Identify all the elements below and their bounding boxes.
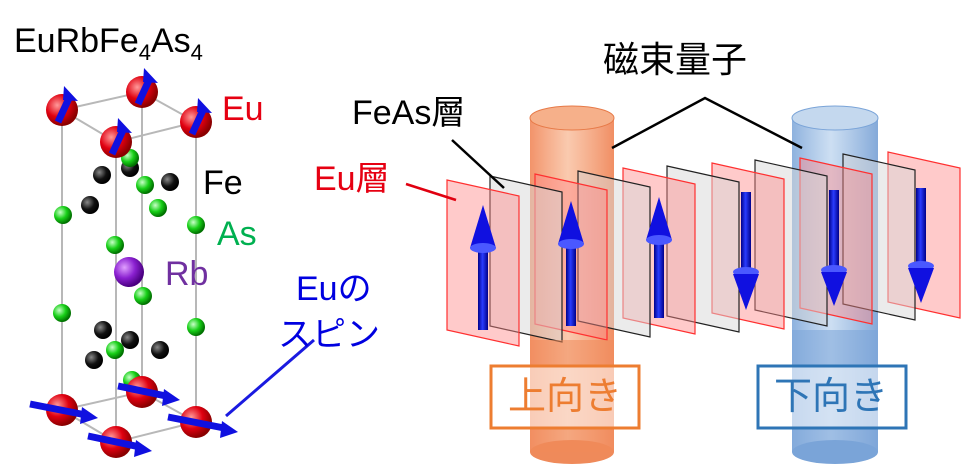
up-direction-box bbox=[489, 364, 641, 430]
spin-arrows bbox=[470, 188, 934, 330]
eu-layer-leader bbox=[405, 182, 457, 202]
spin-label-line2: スピン bbox=[278, 316, 380, 354]
feas-layer-label: FeAs層 bbox=[352, 94, 466, 132]
spin-arrow-up bbox=[558, 201, 584, 326]
spin-arrow-down bbox=[908, 188, 934, 303]
spin-label-line1: Euの bbox=[296, 270, 372, 308]
feas-layer-plane bbox=[666, 165, 740, 333]
fe-atom-label: Fe bbox=[203, 164, 243, 202]
down-direction-box bbox=[756, 364, 908, 430]
layer-planes bbox=[446, 151, 961, 347]
formula-sub-as: 4 bbox=[190, 39, 203, 65]
feas-layer-plane bbox=[754, 159, 828, 327]
up-direction-label: 上向き bbox=[508, 376, 623, 418]
spin-arrow-down bbox=[733, 192, 759, 310]
rb-atom bbox=[114, 257, 144, 287]
formula-sub-fe: 4 bbox=[138, 39, 151, 65]
formula-base: EuRbFe bbox=[14, 22, 139, 60]
crystal-structure bbox=[29, 68, 315, 458]
rb-atom-label: Rb bbox=[165, 255, 209, 293]
eu-atom-label: Eu bbox=[222, 90, 264, 128]
formula-as: As bbox=[150, 22, 191, 60]
spin-arrow-down bbox=[821, 190, 847, 306]
eu-atoms-bottom bbox=[29, 376, 238, 458]
flux-leader bbox=[611, 96, 803, 150]
layer-diagram bbox=[405, 96, 961, 464]
flux-quantum-label: 磁束量子 bbox=[603, 39, 748, 80]
eu-layer-label: Eu層 bbox=[314, 160, 390, 198]
leader-lines bbox=[451, 96, 803, 189]
spin-arrow-up bbox=[470, 205, 496, 330]
fe-atoms bbox=[81, 159, 179, 369]
down-direction-label: 下向き bbox=[774, 376, 889, 418]
spin-arrow-up bbox=[646, 197, 672, 318]
feas-layer-plane bbox=[842, 153, 916, 321]
formula-label: EuRbFe4As4 bbox=[14, 24, 203, 64]
as-atom-label: As bbox=[217, 215, 257, 253]
eu-atoms-top bbox=[46, 68, 212, 158]
spin-pointer-line bbox=[225, 338, 315, 418]
as-atoms bbox=[53, 149, 205, 389]
feas-leader bbox=[451, 139, 505, 189]
unit-cell-frame bbox=[59, 90, 199, 444]
feas-layer-plane bbox=[577, 170, 651, 338]
